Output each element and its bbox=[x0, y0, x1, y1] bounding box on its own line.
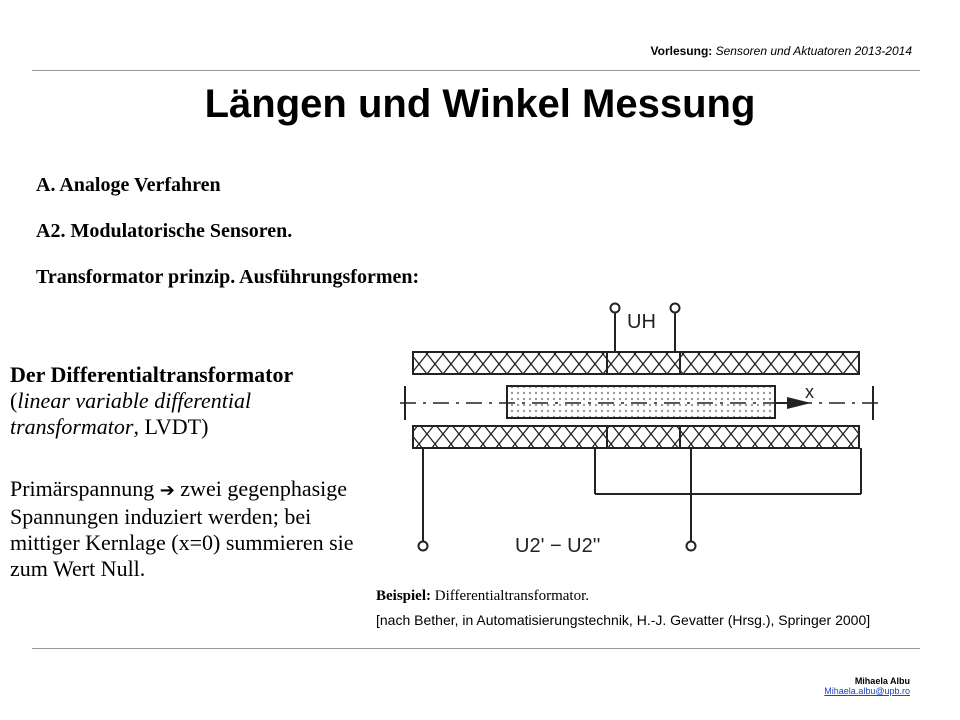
author-email-link[interactable]: Mihaela.albu@upb.ro bbox=[824, 686, 910, 696]
arrow-right-icon bbox=[787, 397, 811, 409]
section-principle: Transformator prinzip. Ausführungsformen… bbox=[36, 266, 420, 288]
figure-caption: Beispiel: Differentialtransformator. bbox=[376, 588, 589, 605]
lvdt-abbrev: , LVDT) bbox=[133, 414, 209, 439]
explanation-text: zwei gegenphasige Spannungen induziert w… bbox=[10, 476, 354, 581]
author-block: Mihaela Albu Mihaela.albu@upb.ro bbox=[824, 676, 910, 696]
course-label: Vorlesung: bbox=[650, 44, 713, 58]
section-modulatory: A2. Modulatorische Sensoren. bbox=[36, 220, 293, 242]
section-analog: A. Analoge Verfahren bbox=[36, 174, 221, 196]
lvdt-heading: Der Differentialtransformator bbox=[10, 362, 294, 387]
terminal-u2-left bbox=[417, 540, 429, 552]
figure-source: [nach Bether, in Automatisierungstechnik… bbox=[376, 612, 871, 628]
course-name: Sensoren und Aktuatoren 2013-2014 bbox=[715, 44, 912, 58]
top-divider bbox=[32, 70, 920, 71]
terminal-u2-right bbox=[685, 540, 697, 552]
lvdt-english-name: linear variable differential transformat… bbox=[10, 388, 252, 439]
arrow-right-icon: ➔ bbox=[159, 480, 175, 501]
bottom-divider bbox=[32, 648, 920, 649]
movable-core bbox=[506, 385, 776, 419]
lvdt-definition: Der Differentialtransformator (linear va… bbox=[10, 362, 370, 440]
label-x: x bbox=[805, 382, 814, 402]
label-uh: UH bbox=[627, 311, 656, 333]
author-name: Mihaela Albu bbox=[854, 676, 910, 686]
lvdt-explanation: Primärspannung ➔ zwei gegenphasige Spann… bbox=[10, 476, 370, 582]
terminal-uh-left bbox=[609, 302, 621, 314]
lower-coil bbox=[412, 425, 860, 449]
paren-open: ( bbox=[10, 388, 18, 413]
secondary-wiring bbox=[422, 448, 862, 542]
label-u2: U2' − U2'' bbox=[515, 535, 600, 557]
terminal-uh-right bbox=[669, 302, 681, 314]
upper-coil bbox=[412, 351, 860, 375]
lvdt-diagram: UH x U2' − U2'' bbox=[400, 302, 880, 557]
caption-label: Beispiel: bbox=[376, 588, 431, 604]
primary-voltage-term: Primärspannung bbox=[10, 476, 155, 501]
slide-title: Längen und Winkel Messung bbox=[204, 82, 756, 126]
primary-terminals bbox=[609, 302, 681, 352]
caption-text: Differentialtransformator. bbox=[431, 588, 589, 604]
course-header: Vorlesung: Sensoren und Aktuatoren 2013-… bbox=[651, 44, 913, 58]
